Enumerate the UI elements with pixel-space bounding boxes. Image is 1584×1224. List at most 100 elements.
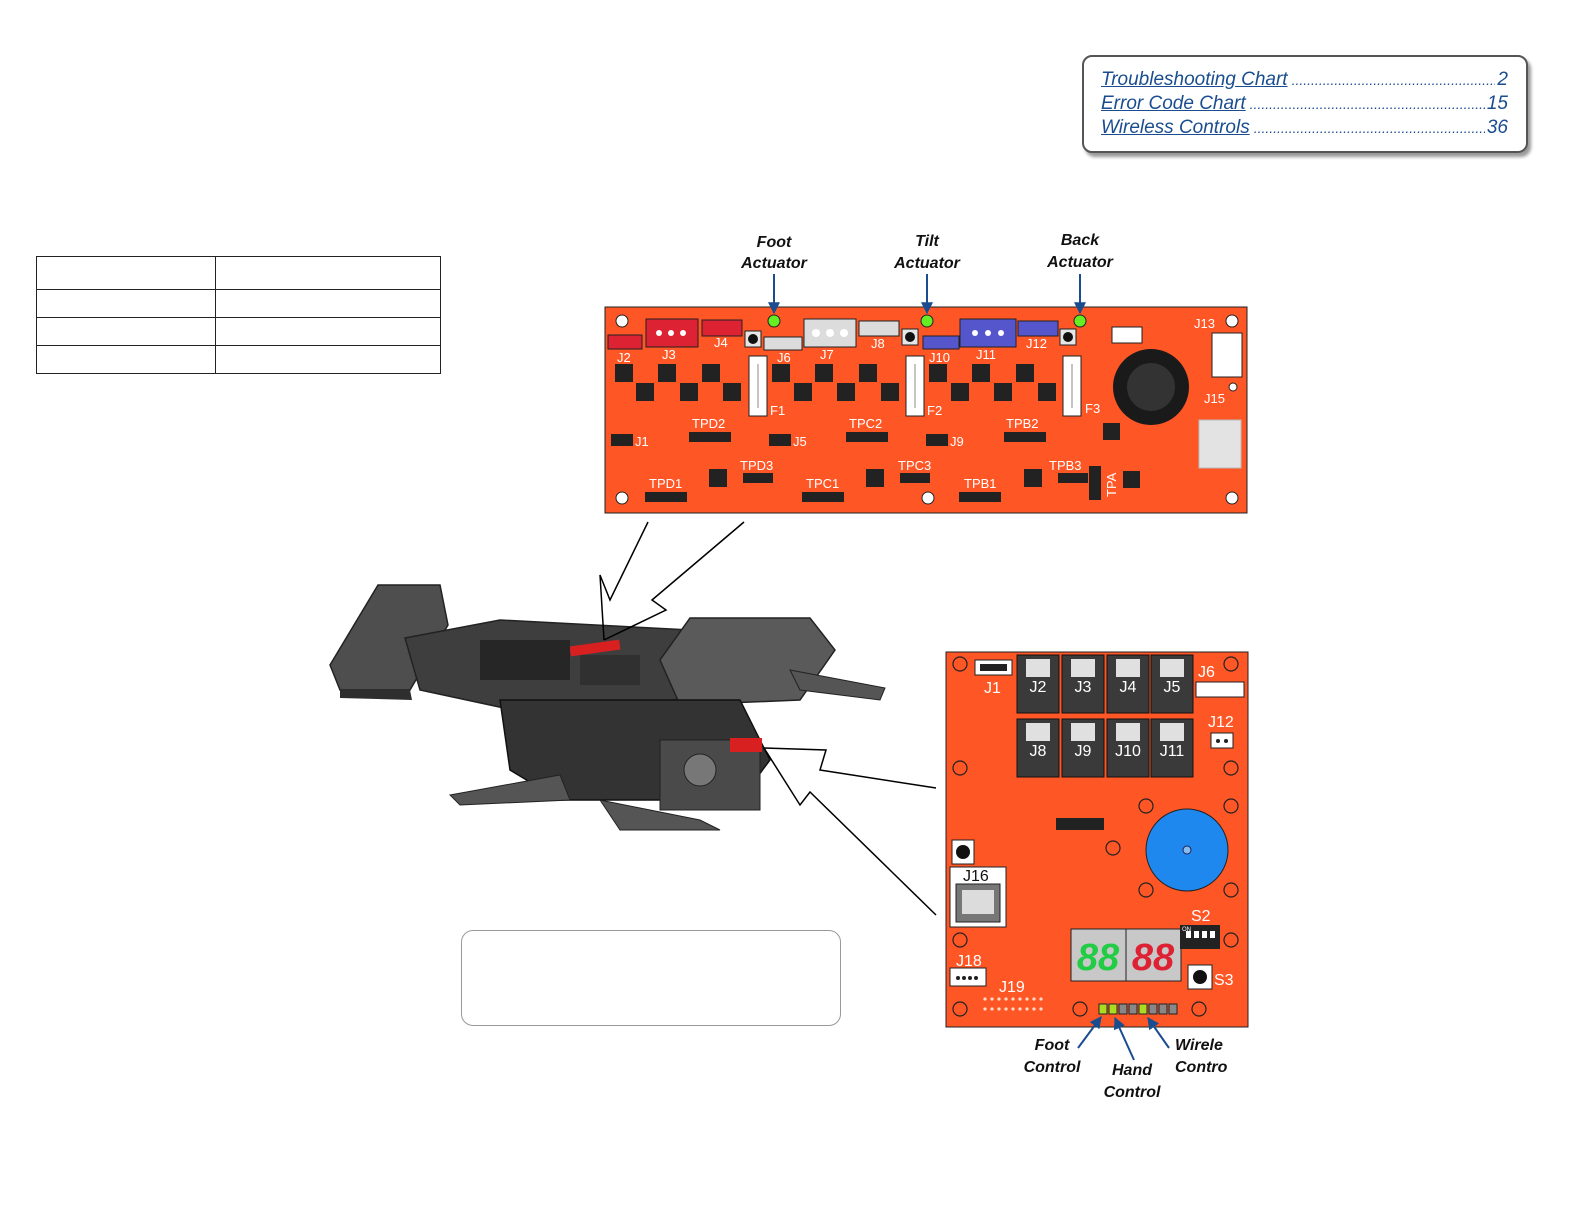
callout-wireless-control-line1: Wirele (1175, 1037, 1223, 1054)
rj-jack-contacts (1026, 659, 1050, 677)
label-on: ON (1182, 927, 1191, 933)
label-j12: J12 (1208, 714, 1234, 731)
pin (983, 1007, 987, 1011)
connector-j6 (1195, 681, 1245, 698)
chip (866, 469, 884, 487)
label-j6: J6 (1198, 664, 1215, 681)
arrow-wireless-control (1147, 1017, 1170, 1049)
page-number[interactable]: 36 (1486, 117, 1508, 138)
label-f1: F1 (770, 403, 785, 418)
reset-button (1063, 332, 1073, 342)
led-tilt-actuator (920, 314, 934, 328)
nav-row-troubleshooting[interactable]: Troubleshooting Chart ..................… (1101, 69, 1508, 91)
pin (1018, 997, 1022, 1001)
label-j4: J4 (1120, 679, 1137, 696)
reset-button (905, 332, 915, 342)
label-j11: J11 (1160, 743, 1185, 760)
mount-hole (615, 491, 629, 505)
chip (951, 383, 969, 401)
error-code-chart-link[interactable]: Error Code Chart (1101, 93, 1246, 114)
pin-header (769, 434, 791, 446)
label-j9: J9 (1075, 743, 1092, 760)
label-f2: F2 (927, 403, 942, 418)
pin (1004, 997, 1008, 1001)
rj-jack-contacts (1116, 723, 1140, 741)
chip (702, 364, 720, 382)
mount-hole (615, 314, 629, 328)
label-tpb2: TPB2 (1006, 416, 1039, 431)
page-number[interactable]: 2 (1497, 69, 1508, 90)
navigation-box: Troubleshooting Chart ..................… (1082, 55, 1528, 153)
rj-jack-contacts (1026, 723, 1050, 741)
troubleshooting-chart-link[interactable]: Troubleshooting Chart (1101, 69, 1288, 90)
table-cell (215, 345, 441, 374)
button (956, 845, 970, 859)
button-s3 (1193, 970, 1207, 984)
chip (859, 364, 877, 382)
nav-row-error-code[interactable]: Error Code Chart .......................… (1101, 93, 1508, 115)
chip (815, 364, 833, 382)
connector-j19 (983, 997, 1043, 1011)
chip (929, 364, 947, 382)
seven-seg-right: 88 (1132, 937, 1175, 979)
pin-header (645, 492, 687, 502)
status-led (1138, 1003, 1148, 1015)
leader-dots: ........................................… (1253, 120, 1485, 136)
label-j3: J3 (1075, 679, 1092, 696)
pin (983, 997, 987, 1001)
pin-header (959, 492, 1001, 502)
chip (680, 383, 698, 401)
chip (772, 364, 790, 382)
pin-header (1089, 466, 1101, 500)
label-tpb1: TPB1 (964, 476, 997, 491)
pointer-bottom-upper (763, 747, 937, 789)
pin (990, 997, 994, 1001)
label-tpd3: TPD3 (740, 458, 773, 473)
pin-header (926, 434, 948, 446)
page-number[interactable]: 15 (1486, 93, 1508, 114)
status-led (1128, 1003, 1138, 1015)
callout-wireless-control-line2: Contro (1175, 1059, 1228, 1076)
chip (658, 364, 676, 382)
label-j9: J9 (950, 434, 964, 449)
callout-foot-control-line2: Control (1024, 1059, 1081, 1076)
label-j13: J13 (1194, 316, 1215, 331)
label-s3: S3 (1214, 972, 1234, 989)
connector-j13 (1211, 332, 1243, 378)
label-j16: J16 (963, 868, 989, 885)
label-tpc3: TPC3 (898, 458, 931, 473)
pin (1011, 997, 1015, 1001)
chip-row (615, 364, 1056, 487)
label-tpd1: TPD1 (649, 476, 682, 491)
mount-hole (921, 491, 935, 505)
status-led (1168, 1003, 1178, 1015)
label-j8: J8 (1030, 743, 1047, 760)
rj-jack-contacts (1071, 723, 1095, 741)
callout-tilt-actuator-line2: Actuator (893, 255, 961, 272)
nav-row-wireless[interactable]: Wireless Controls ......................… (1101, 117, 1508, 139)
wireless-controls-link[interactable]: Wireless Controls (1101, 117, 1250, 138)
chip (994, 383, 1012, 401)
mount-hole (1225, 491, 1239, 505)
leader-dots: ........................................… (1249, 96, 1485, 112)
chair-base-illustration (329, 584, 886, 831)
display-left-frame (1070, 928, 1127, 982)
pointer-top-left (599, 521, 649, 641)
pin-header (1058, 473, 1088, 483)
table-cell (36, 256, 216, 290)
label-j15: J15 (1204, 391, 1225, 406)
label-j2: J2 (617, 350, 631, 365)
label-j3: J3 (662, 347, 676, 362)
arrow-hand-control (1113, 1016, 1135, 1061)
pin (1039, 997, 1043, 1001)
rj-jack-contacts (1116, 659, 1140, 677)
pin-header (802, 492, 844, 502)
label-j10: J10 (929, 350, 950, 365)
status-led (1098, 1003, 1108, 1015)
chip (709, 469, 727, 487)
led-back-actuator (1073, 314, 1087, 328)
chip (615, 364, 633, 382)
chip (881, 383, 899, 401)
